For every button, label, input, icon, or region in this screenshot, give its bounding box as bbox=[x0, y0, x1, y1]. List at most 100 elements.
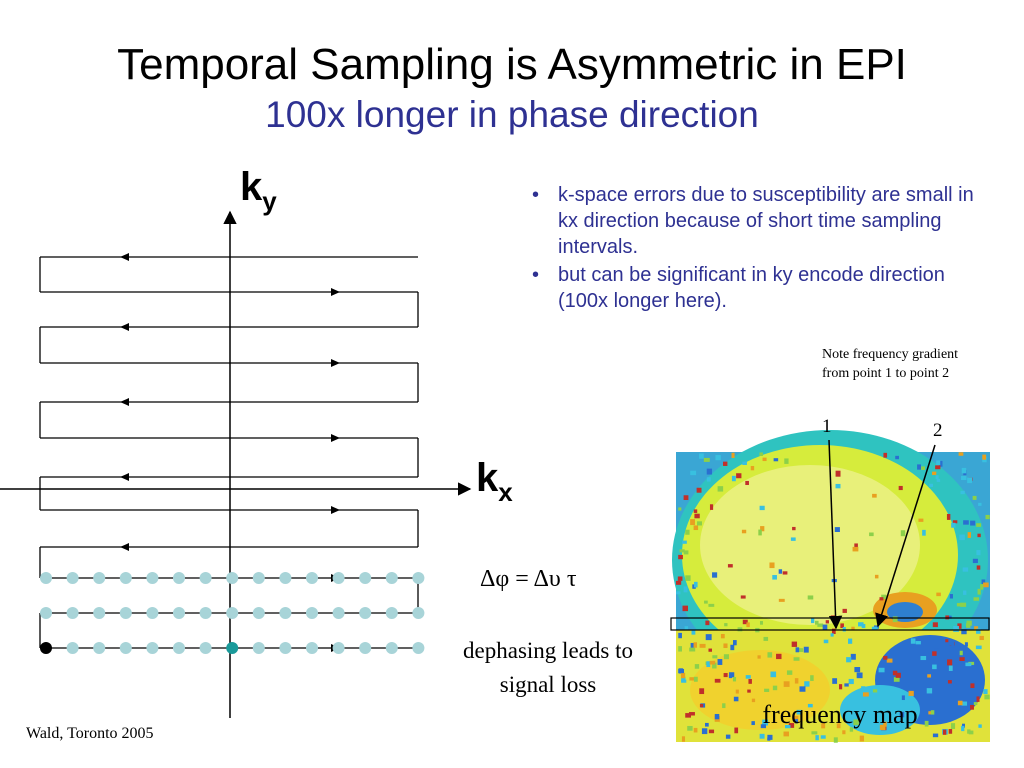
map-speckle bbox=[751, 721, 755, 726]
map-speckle bbox=[892, 616, 898, 623]
map-speckle bbox=[972, 495, 977, 500]
map-speckle bbox=[693, 525, 699, 531]
map-speckle bbox=[848, 678, 854, 685]
map-speckle bbox=[833, 737, 838, 743]
map-speckle bbox=[778, 598, 785, 602]
map-speckle bbox=[834, 527, 840, 532]
map-speckle bbox=[848, 638, 853, 644]
map-speckle bbox=[883, 721, 887, 727]
map-speckle bbox=[842, 730, 846, 735]
map-speckle bbox=[705, 634, 712, 641]
sample-point bbox=[40, 572, 52, 584]
map-speckle bbox=[784, 458, 789, 464]
map-speckle bbox=[747, 689, 751, 693]
map-speckle bbox=[694, 513, 700, 519]
map-speckle bbox=[727, 564, 733, 568]
sample-point bbox=[385, 607, 398, 619]
map-speckle bbox=[842, 627, 846, 632]
map-speckle bbox=[760, 526, 765, 532]
map-speckle bbox=[676, 580, 682, 585]
map-speckle bbox=[706, 477, 711, 482]
map-speckle bbox=[709, 504, 714, 510]
sample-point bbox=[412, 642, 425, 654]
map-speckle bbox=[764, 688, 770, 692]
map-speckle bbox=[970, 520, 976, 526]
map-speckle bbox=[699, 643, 706, 648]
map-speckle bbox=[915, 641, 921, 645]
sample-point bbox=[226, 572, 239, 584]
sample-points bbox=[40, 572, 425, 654]
map-speckle bbox=[769, 562, 775, 569]
sample-point bbox=[199, 642, 212, 654]
map-speckle bbox=[712, 572, 718, 578]
map-speckle bbox=[878, 667, 885, 673]
map-speckle bbox=[740, 595, 746, 599]
map-speckle bbox=[879, 724, 886, 730]
map-speckle bbox=[895, 672, 901, 678]
map-speckle bbox=[699, 688, 705, 695]
map-speckle bbox=[804, 681, 810, 687]
map-speckle bbox=[732, 677, 737, 682]
map-speckle bbox=[936, 592, 941, 597]
map-speckle bbox=[946, 513, 951, 520]
map-speckle bbox=[741, 529, 747, 534]
ky-axis-label: ky bbox=[240, 165, 277, 216]
map-speckle bbox=[786, 670, 793, 675]
map-speckle bbox=[924, 720, 929, 727]
map-speckle bbox=[966, 623, 971, 628]
map-speckle bbox=[767, 652, 773, 658]
map-speckle bbox=[722, 703, 726, 709]
map-speckle bbox=[745, 675, 751, 679]
map-speckle bbox=[776, 653, 782, 660]
map-speckle bbox=[962, 567, 969, 572]
map-speckle bbox=[862, 692, 869, 697]
map-speckle bbox=[682, 605, 689, 612]
trajectory-arrowhead bbox=[331, 434, 340, 442]
map-speckle bbox=[822, 624, 828, 630]
sample-point bbox=[412, 572, 425, 584]
sample-point bbox=[252, 642, 265, 654]
map-speckle bbox=[685, 713, 691, 718]
trajectory-arrowhead bbox=[120, 253, 129, 261]
sample-point bbox=[119, 642, 132, 654]
map-speckle bbox=[836, 723, 841, 729]
sample-point bbox=[40, 607, 52, 619]
map-speckle bbox=[978, 502, 982, 506]
sample-point bbox=[93, 607, 106, 619]
map-speckle bbox=[823, 639, 829, 644]
sample-point bbox=[306, 572, 318, 584]
map-speckle bbox=[910, 638, 916, 644]
map-speckle bbox=[932, 651, 937, 656]
map-speckle bbox=[951, 522, 956, 528]
map-speckle bbox=[856, 672, 863, 679]
map-speckle bbox=[947, 659, 953, 666]
map-speckle bbox=[918, 518, 924, 522]
map-speckle bbox=[712, 655, 718, 659]
trajectory-arrowhead bbox=[331, 506, 340, 514]
slide-title: Temporal Sampling is Asymmetric in EPI bbox=[117, 40, 907, 89]
map-speckle bbox=[678, 632, 682, 639]
map-speckle bbox=[701, 728, 708, 735]
map-speckle bbox=[961, 629, 967, 635]
map-speckle bbox=[961, 701, 968, 706]
frequency-map-label: frequency map bbox=[762, 700, 918, 729]
map-speckle bbox=[762, 719, 769, 726]
map-speckle bbox=[763, 636, 769, 641]
map-speckle bbox=[976, 523, 982, 527]
ky-k: k bbox=[240, 165, 263, 209]
map-speckle bbox=[724, 623, 728, 627]
map-speckle bbox=[854, 667, 861, 673]
map-speckle bbox=[694, 664, 700, 669]
sample-point bbox=[146, 607, 159, 619]
map-speckle bbox=[737, 627, 743, 632]
map-speckle bbox=[831, 628, 836, 635]
map-speckle bbox=[817, 623, 824, 627]
map-speckle bbox=[722, 461, 728, 466]
trajectory-arrowhead bbox=[331, 288, 340, 296]
map-speckle bbox=[874, 574, 879, 579]
bullet-item: • k-space errors due to susceptibility a… bbox=[532, 182, 982, 260]
map-speckle bbox=[959, 650, 963, 656]
map-speckle bbox=[858, 622, 864, 627]
frequency-map-image bbox=[670, 430, 990, 743]
map-speckle bbox=[678, 646, 683, 652]
